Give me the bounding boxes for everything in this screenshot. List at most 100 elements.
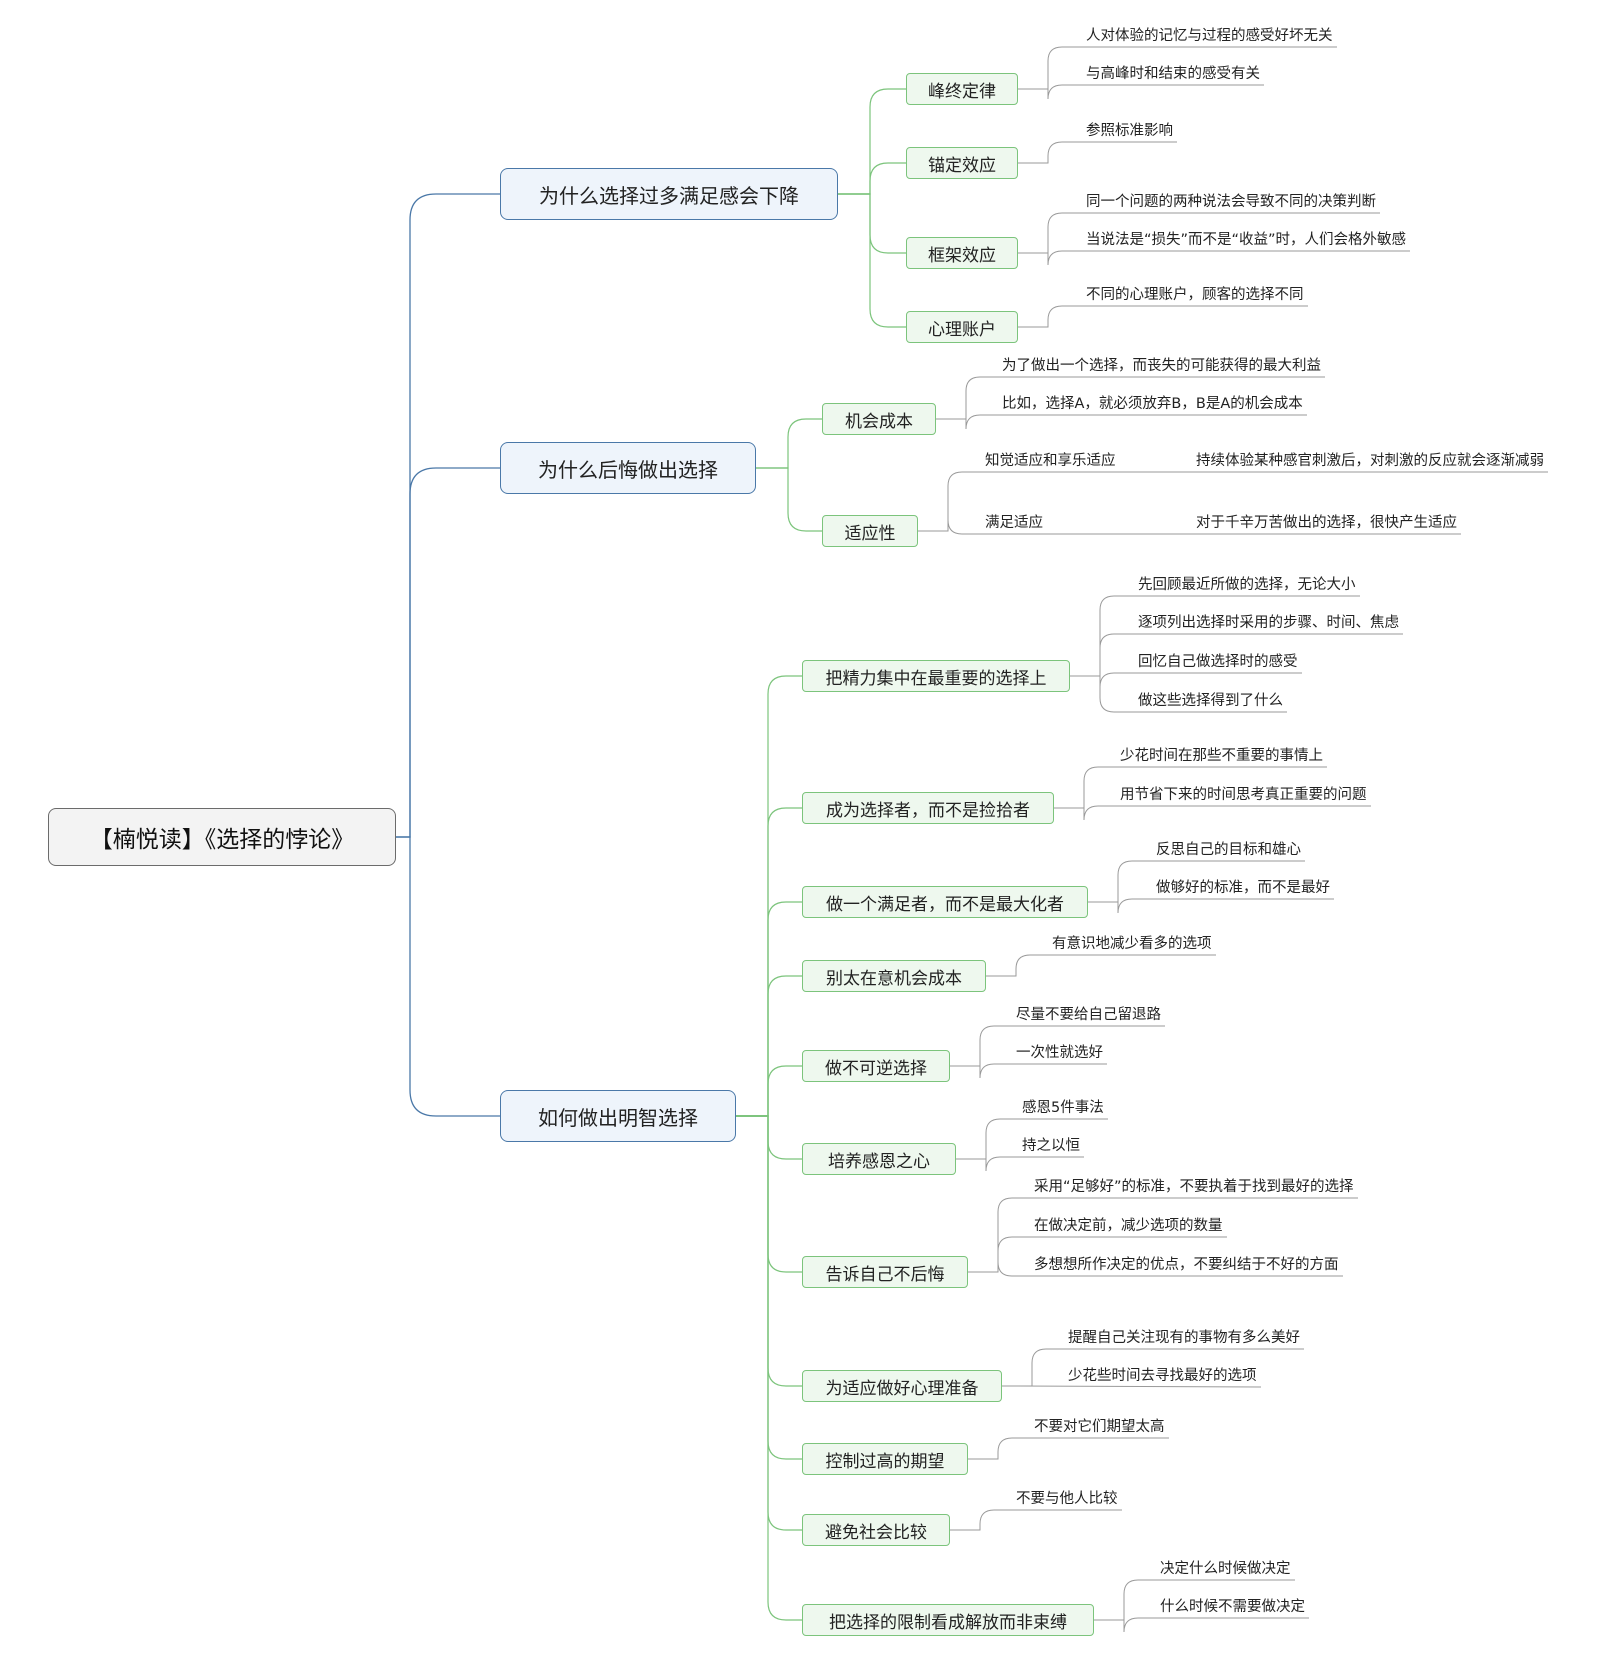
subtopic-2-7[interactable]: 为适应做好心理准备 (802, 1370, 1002, 1402)
leaf-connector-2-1-0 (1054, 766, 1327, 809)
subtopic-1-1-label: 适应性 (844, 523, 896, 544)
leaf-2-0-1: 逐项列出选择时采用的步骤、时间、焦虑 (1138, 615, 1399, 631)
subtopic-2-2-label: 做一个满足者，而不是最大化者 (826, 894, 1064, 915)
root-connector-0 (396, 193, 500, 838)
leaf-connector-2-0-1 (1070, 633, 1403, 677)
leaf-2-7-0: 提醒自己关注现有的事物有多么美好 (1068, 1330, 1300, 1346)
leaf-1-0-0: 为了做出一个选择，而丧失的可能获得的最大利益 (1002, 358, 1321, 374)
main-topic-2[interactable]: 如何做出明智选择 (500, 1090, 736, 1142)
branch-connector-0-2 (838, 193, 906, 254)
main-topic-1[interactable]: 为什么后悔做出选择 (500, 442, 756, 494)
subtopic-2-5-label: 培养感恩之心 (828, 1151, 930, 1172)
leaf-2-2-0: 反思自己的目标和雄心 (1156, 842, 1301, 858)
leaf-connector-2-3-0 (986, 954, 1216, 977)
leaf-connector-2-2-0 (1088, 860, 1305, 903)
leaf-2-8-0: 不要对它们期望太高 (1034, 1419, 1165, 1435)
leaf-connector-2-9-0 (950, 1509, 1122, 1531)
branch-connector-0-1 (838, 162, 906, 195)
root-topic-label: 【楠悦读】《选择的悖论》 (89, 827, 355, 853)
subtopic-0-0[interactable]: 峰终定律 (906, 73, 1018, 105)
leaf-2-0-2: 回忆自己做选择时的感受 (1138, 654, 1298, 670)
leaf-detail-1-1-0: 持续体验某种感官刺激后，对刺激的反应就会逐渐减弱 (1196, 453, 1544, 469)
leaf-connector-0-3-0 (1018, 305, 1308, 328)
leaf-connector-2-6-0 (968, 1197, 1358, 1273)
subtopic-2-6-label: 告诉自己不后悔 (825, 1264, 945, 1285)
branch-connector-2-0 (736, 675, 802, 1117)
subtopic-0-0-label: 峰终定律 (928, 81, 996, 102)
subtopic-0-2[interactable]: 框架效应 (906, 237, 1018, 269)
subtopic-2-7-label: 为适应做好心理准备 (825, 1378, 979, 1399)
leaf-2-0-3: 做这些选择得到了什么 (1138, 693, 1283, 709)
leaf-2-10-1: 什么时候不需要做决定 (1160, 1599, 1305, 1615)
leaf-connector-1-0-1 (936, 414, 1307, 430)
subtopic-2-10[interactable]: 把选择的限制看成解放而非束缚 (802, 1604, 1094, 1636)
subtopic-2-0[interactable]: 把精力集中在最重要的选择上 (802, 660, 1070, 692)
subtopic-2-2[interactable]: 做一个满足者，而不是最大化者 (802, 886, 1088, 918)
subtopic-2-5[interactable]: 培养感恩之心 (802, 1143, 956, 1175)
subtopic-2-0-label: 把精力集中在最重要的选择上 (825, 668, 1047, 689)
leaf-0-1-0: 参照标准影响 (1086, 123, 1173, 139)
leaf-connector-2-10-0 (1094, 1579, 1295, 1621)
root-connector-1 (396, 467, 500, 838)
main-topic-0-label: 为什么选择过多满足感会下降 (539, 183, 799, 208)
leaf-connector-2-6-1 (968, 1236, 1227, 1273)
leaf-connector-2-5-0 (956, 1118, 1108, 1160)
leaf-connector-0-2-1 (1018, 250, 1410, 266)
leaf-2-6-0: 采用“足够好”的标准，不要执着于找到最好的选择 (1034, 1179, 1354, 1195)
leaf-1-1-1: 满足适应 (985, 515, 1043, 531)
main-topic-0[interactable]: 为什么选择过多满足感会下降 (500, 168, 838, 220)
branch-connector-2-5 (736, 1115, 802, 1160)
subtopic-2-9[interactable]: 避免社会比较 (802, 1514, 950, 1546)
subtopic-2-8-label: 控制过高的期望 (825, 1451, 945, 1472)
subtopic-0-2-label: 框架效应 (928, 245, 996, 266)
branch-connector-2-8 (736, 1115, 802, 1460)
subtopic-0-3-label: 心理账户 (928, 319, 996, 340)
leaf-connector-2-7-1 (1001, 1385, 1262, 1388)
branch-connector-1-0 (756, 418, 822, 469)
subtopic-2-8[interactable]: 控制过高的期望 (802, 1443, 968, 1475)
leaf-2-2-1: 做够好的标准，而不是最好 (1156, 880, 1330, 896)
subtopic-0-1[interactable]: 锚定效应 (906, 147, 1018, 179)
subtopic-2-3[interactable]: 别太在意机会成本 (802, 960, 986, 992)
leaf-0-3-0: 不同的心理账户，顾客的选择不同 (1086, 287, 1304, 303)
leaf-connector-1-1-1 (918, 519, 1461, 535)
branch-connector-2-6 (736, 1115, 802, 1273)
branch-connector-2-2 (736, 901, 802, 1117)
subtopic-2-4-label: 做不可逆选择 (825, 1058, 927, 1079)
subtopic-2-4[interactable]: 做不可逆选择 (802, 1050, 950, 1082)
leaf-connector-2-4-0 (950, 1025, 1165, 1067)
leaf-1-1-0: 知觉适应和享乐适应 (985, 453, 1116, 469)
leaf-connector-2-2-1 (1088, 898, 1334, 914)
subtopic-0-3[interactable]: 心理账户 (906, 311, 1018, 343)
branch-connector-2-7 (736, 1115, 802, 1387)
leaf-2-6-1: 在做决定前，减少选项的数量 (1034, 1218, 1223, 1234)
subtopic-2-1-label: 成为选择者，而不是捡拾者 (826, 800, 1030, 821)
leaf-2-1-0: 少花时间在那些不重要的事情上 (1120, 748, 1323, 764)
leaf-2-1-1: 用节省下来的时间思考真正重要的问题 (1120, 787, 1367, 803)
subtopic-0-1-label: 锚定效应 (928, 155, 996, 176)
branch-connector-2-3 (736, 975, 802, 1117)
branch-connector-2-9 (736, 1115, 802, 1531)
leaf-2-10-0: 决定什么时候做决定 (1160, 1561, 1291, 1577)
leaf-2-4-1: 一次性就选好 (1016, 1045, 1103, 1061)
leaf-0-2-0: 同一个问题的两种说法会导致不同的决策判断 (1086, 194, 1376, 210)
branch-connector-1-1 (756, 467, 822, 532)
subtopic-1-0[interactable]: 机会成本 (822, 403, 936, 435)
subtopic-1-1[interactable]: 适应性 (822, 515, 918, 547)
leaf-connector-2-0-3 (1070, 675, 1287, 713)
leaf-2-6-2: 多想想所作决定的优点，不要纠结于不好的方面 (1034, 1257, 1339, 1273)
leaf-2-0-0: 先回顾最近所做的选择，无论大小 (1138, 577, 1356, 593)
branch-connector-0-0 (838, 88, 906, 195)
leaf-connector-0-1-0 (1018, 141, 1177, 164)
subtopic-2-6[interactable]: 告诉自己不后悔 (802, 1256, 968, 1288)
leaf-2-3-0: 有意识地减少看多的选项 (1052, 936, 1212, 952)
main-topic-1-label: 为什么后悔做出选择 (538, 457, 718, 482)
subtopic-2-3-label: 别太在意机会成本 (826, 968, 962, 989)
leaf-2-9-0: 不要与他人比较 (1016, 1491, 1118, 1507)
branch-connector-0-3 (838, 193, 906, 328)
root-topic[interactable]: 【楠悦读】《选择的悖论》 (48, 808, 396, 866)
leaf-connector-0-0-1 (1018, 84, 1264, 100)
subtopic-2-1[interactable]: 成为选择者，而不是捡拾者 (802, 792, 1054, 824)
leaf-0-0-1: 与高峰时和结束的感受有关 (1086, 66, 1260, 82)
